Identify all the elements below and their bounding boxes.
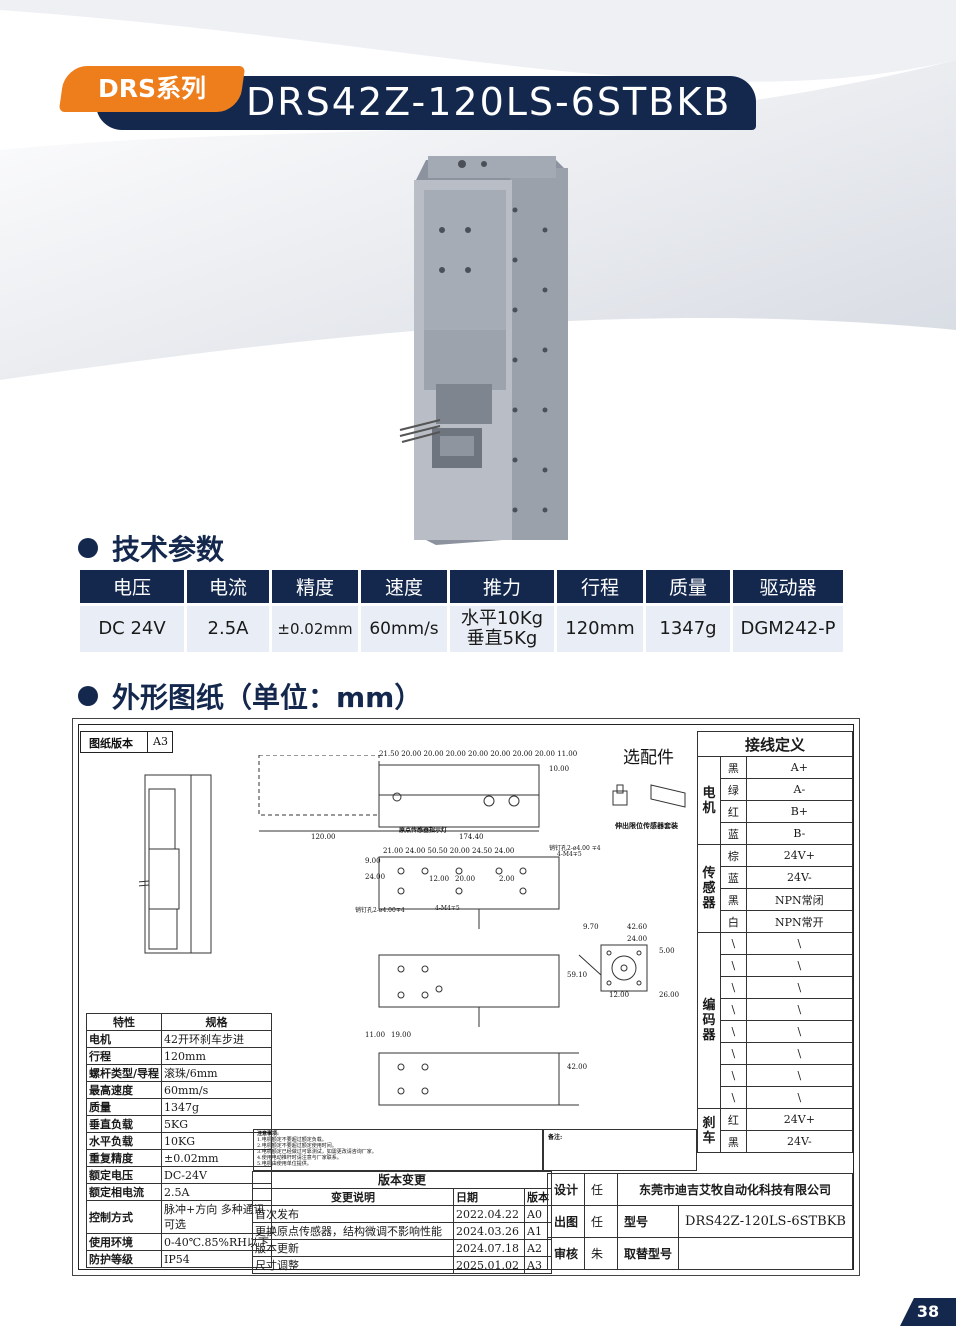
spec-value: DGM242-P: [733, 603, 843, 652]
drawing-frame: 图纸版本 A3: [78, 724, 854, 1274]
remark-box: 备注:: [543, 1129, 697, 1171]
section-title-tech: 技术参数: [78, 528, 224, 568]
spec-value: 1347g: [646, 603, 730, 652]
technical-drawing: 图纸版本 A3: [72, 718, 860, 1276]
spec-value: 120mm: [557, 603, 643, 652]
spec-table: 电压 电流 精度 速度 推力 行程 质量 驱动器 DC 24V 2.5A ±0.…: [77, 570, 846, 652]
series-tag: DRS系列: [58, 66, 246, 112]
version-value-cell: A3: [147, 731, 173, 753]
spec-value: DC 24V: [80, 603, 184, 652]
model-title: DRS42Z-120LS-6STBKB: [246, 80, 732, 124]
dimension-drawing: [139, 755, 648, 1106]
spec-header: 电压: [80, 570, 184, 603]
bullet-icon: [78, 538, 98, 558]
spec-header: 行程: [557, 570, 643, 603]
spec-value: 60mm/s: [361, 603, 447, 652]
product-image: [399, 156, 568, 545]
spec-header: 驱动器: [733, 570, 843, 603]
spec-header: 推力: [450, 570, 554, 603]
version-label-cell: 图纸版本: [80, 731, 148, 753]
spec-value: ±0.02mm: [272, 603, 358, 652]
accessory-icon: [612, 784, 686, 808]
section-title-dimension: 外形图纸（单位：mm）: [78, 676, 422, 716]
spec-header: 电流: [187, 570, 269, 603]
spec-header: 质量: [646, 570, 730, 603]
spec-header: 精度: [272, 570, 358, 603]
bullet-icon: [78, 686, 98, 706]
accessory-title: 选配件: [623, 748, 674, 768]
page-number: 38: [900, 1298, 956, 1326]
spec-header: 速度: [361, 570, 447, 603]
notes-box: 注意事项: 1.电机额定不要超过额定负载。 2.电机额定不要超过额定使用时间。 …: [253, 1129, 543, 1171]
spec-value: 2.5A: [187, 603, 269, 652]
